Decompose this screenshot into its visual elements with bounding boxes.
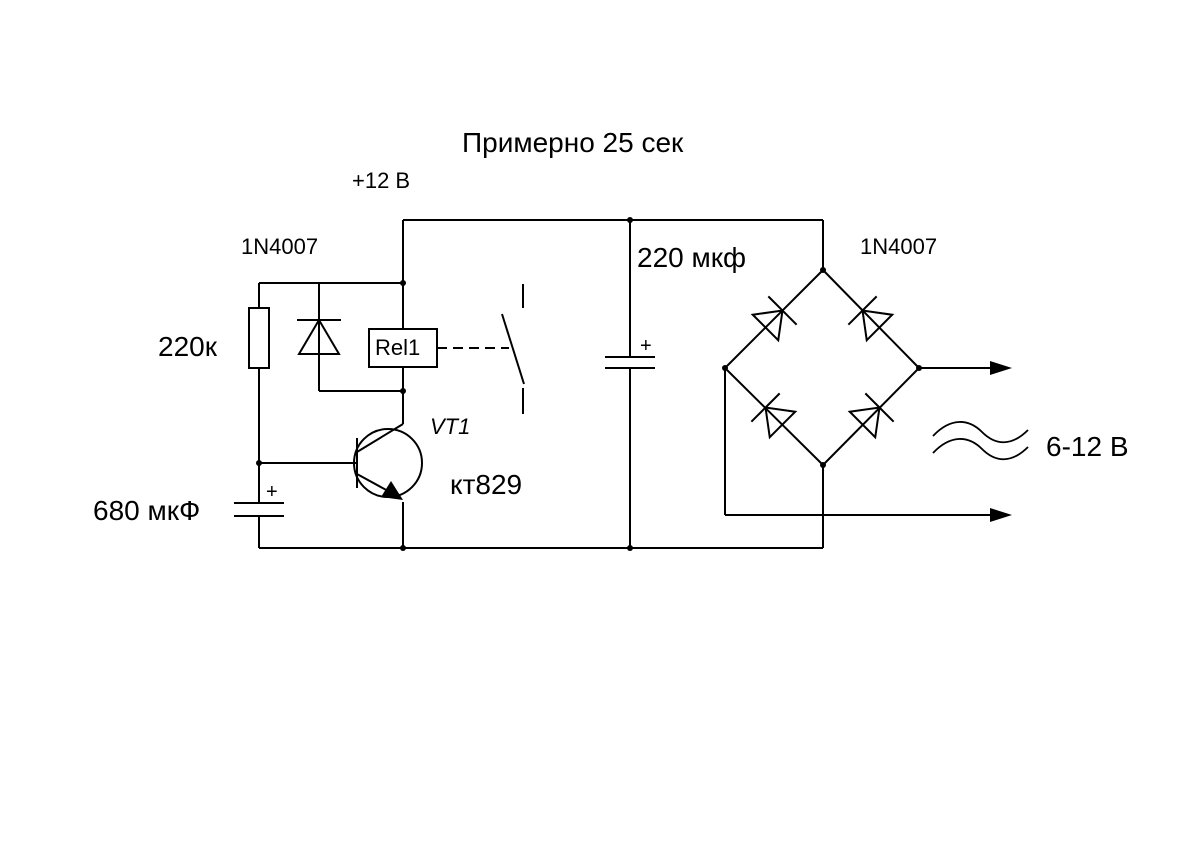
transistor-symbol [353, 423, 423, 500]
transistor-type-label: кт829 [450, 469, 522, 500]
bridge-rectifier-symbol [724, 269, 920, 466]
bridge-diode-upper-right [847, 295, 895, 343]
timing-capacitor-symbol [234, 490, 284, 517]
filter-capacitor-plus: + [640, 335, 652, 357]
title-text: Примерно 25 сек [462, 127, 684, 158]
bridge-diode-upper-left [750, 295, 798, 343]
ac-input-terminals [724, 361, 1012, 522]
wiring [258, 219, 824, 549]
relay-coil-label: Rel1 [375, 335, 420, 360]
filter-capacitor-symbol [605, 356, 655, 369]
timing-capacitor-label: 680 мкФ [93, 495, 200, 526]
transistor-ref-label: VT1 [430, 414, 470, 439]
timing-capacitor-plus: + [266, 481, 278, 503]
resistor-symbol [248, 307, 270, 369]
bridge-diode-label: 1N4007 [860, 234, 937, 259]
flyback-diode-symbol [297, 318, 341, 355]
flyback-diode-label: 1N4007 [241, 234, 318, 259]
filter-capacitor-label: 220 мкф [637, 242, 746, 273]
supply-voltage-label: +12 В [352, 168, 410, 193]
bridge-diode-lower-right [847, 392, 895, 440]
bridge-diode-lower-left [750, 392, 798, 440]
resistor-label: 220к [158, 331, 218, 362]
ac-symbol-icon [932, 421, 1029, 461]
ac-input-label: 6-12 В [1046, 431, 1129, 462]
relay-switch-symbol [437, 284, 525, 414]
